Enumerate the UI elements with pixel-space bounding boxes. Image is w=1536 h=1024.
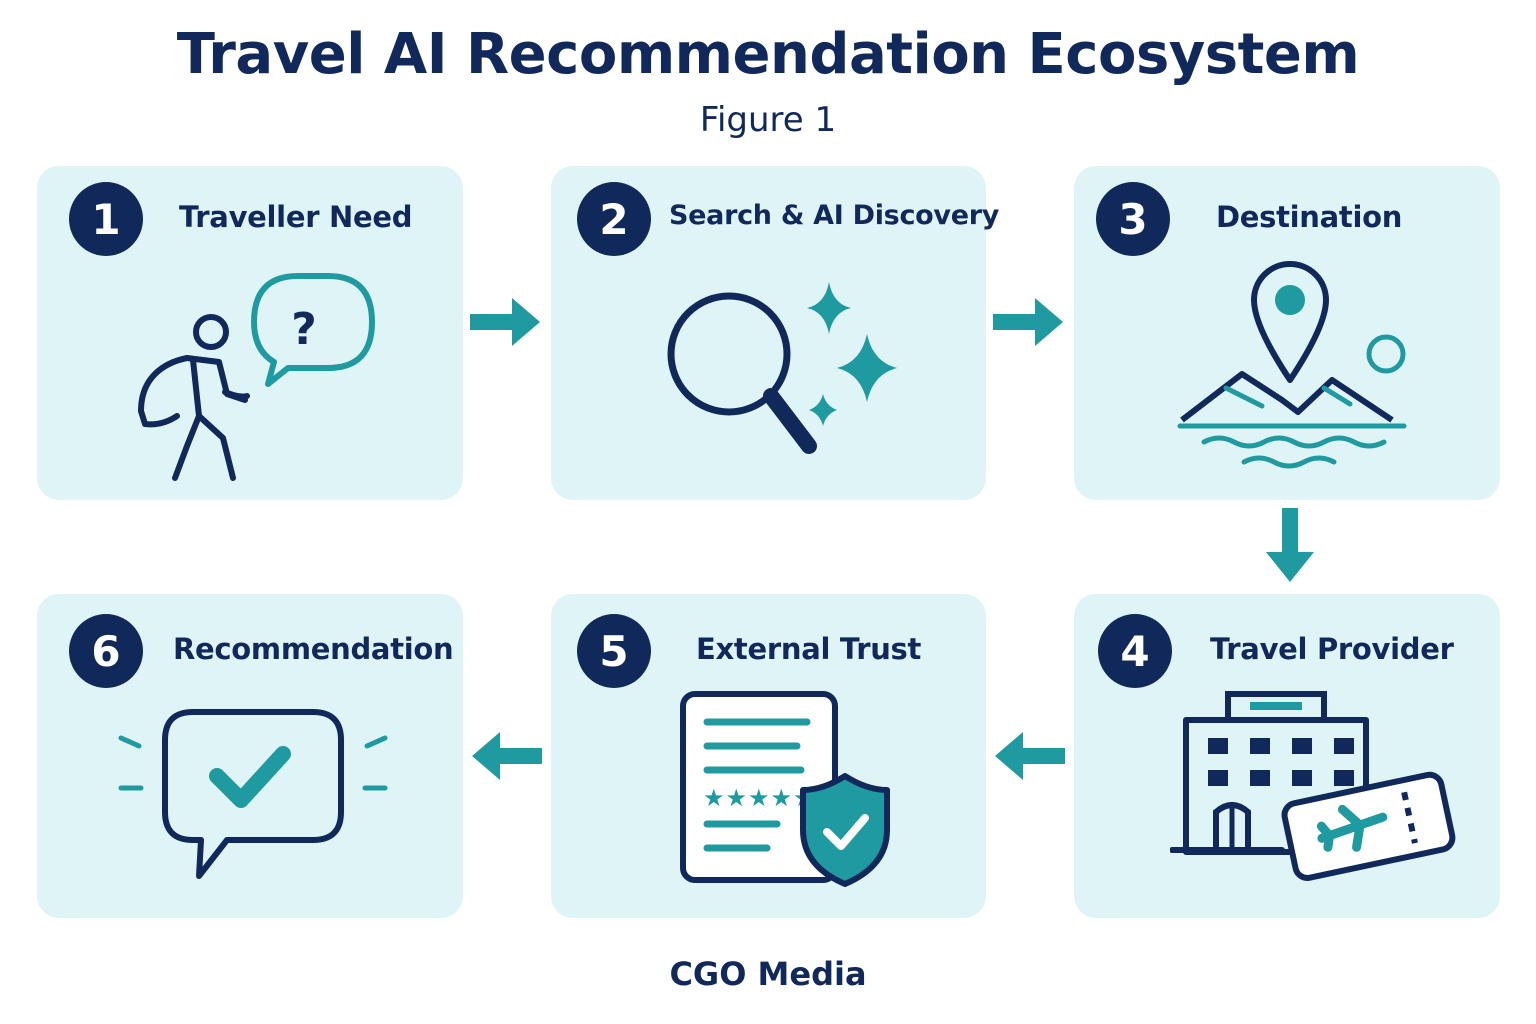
step-card-3: 3 Destination: [1074, 166, 1500, 500]
trust-document-shield-icon: ★★★★★: [680, 691, 890, 887]
step-title: Traveller Need: [179, 200, 413, 234]
arrow-step2-to-step3: [993, 298, 1063, 346]
hotel-ticket-icon: [1170, 691, 1456, 881]
step-card-2: 2 Search & AI Discovery: [551, 166, 999, 500]
figure-label: Figure 1: [699, 100, 837, 140]
step-title: External Trust: [696, 632, 922, 666]
arrow-step5-to-step6: [472, 732, 542, 780]
step-card-6: 6 Recommendation: [37, 594, 463, 918]
destination-landscape-icon: [1177, 261, 1407, 469]
step-number-badge: 1: [69, 182, 143, 256]
step-card-5: 5 External Trust ★★★★★: [551, 594, 986, 918]
arrow-step1-to-step2: [470, 298, 540, 346]
step-title: Recommendation: [173, 632, 454, 666]
footer-credit: CGO Media: [669, 955, 867, 993]
magnifier-sparkle-icon: [667, 282, 897, 454]
step-number-badge: 4: [1098, 614, 1172, 688]
step-card-1: 1 Traveller Need ?: [37, 166, 463, 500]
svg-text:★★★★★: ★★★★★: [703, 784, 816, 812]
step-number-badge: 5: [577, 614, 651, 688]
checkmark-chat-icon: [118, 709, 388, 879]
page-title: Travel AI Recommendation Ecosystem: [176, 22, 1360, 87]
step-title: Search & AI Discovery: [669, 200, 1000, 231]
traveller-question-icon: ?: [138, 273, 375, 481]
arrow-step4-to-step5: [995, 732, 1065, 780]
step-number-badge: 6: [69, 614, 143, 688]
step-number-badge: 3: [1096, 182, 1170, 256]
step-title: Travel Provider: [1210, 632, 1454, 666]
step-title: Destination: [1216, 200, 1403, 234]
step-number-badge: 2: [577, 182, 651, 256]
svg-text:?: ?: [291, 304, 317, 355]
step-card-4: 4 Travel Provider: [1074, 594, 1500, 918]
arrow-step3-to-step4: [1266, 508, 1314, 582]
